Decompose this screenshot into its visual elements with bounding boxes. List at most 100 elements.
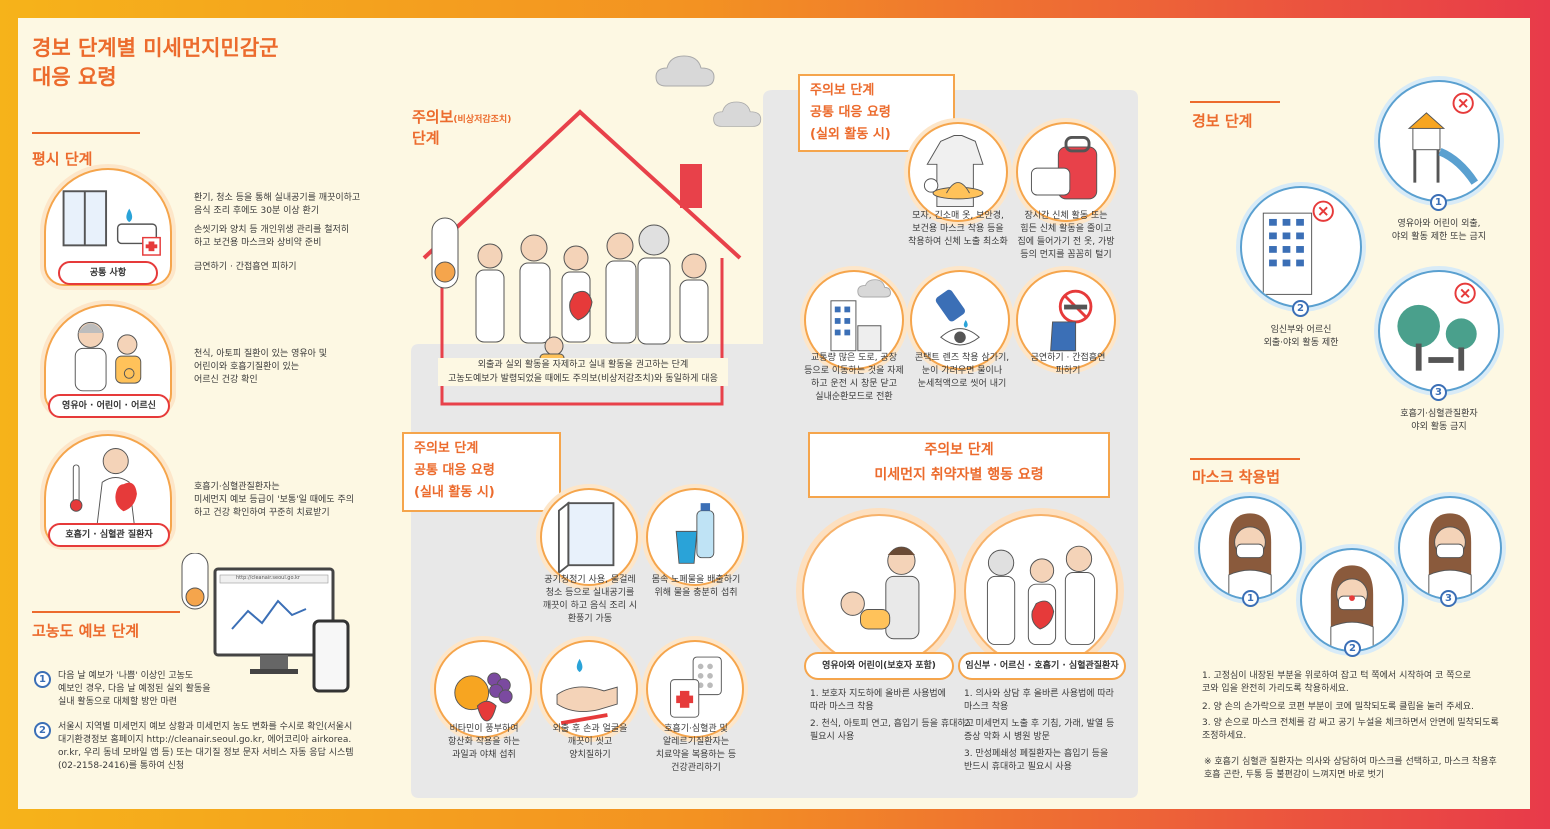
divider xyxy=(1190,101,1280,103)
elder-pregnant-patient-icon xyxy=(986,545,1096,646)
children-label: 영유아 · 어린이 · 어르신 xyxy=(48,394,170,418)
computer-phone-icon xyxy=(181,553,350,693)
common-line-2: 손씻기와 양치 등 개인위생 관리를 철저히 하고 보건용 마스크와 상비약 준… xyxy=(194,225,350,248)
alert-item-1-illustration xyxy=(1378,80,1500,202)
vulnerable-group-1-label: 영유아와 어린이(보호자 포함) xyxy=(804,652,954,680)
outdoor-item-1-illustration xyxy=(908,122,1008,222)
outdoor-item-2-illustration xyxy=(1016,122,1116,222)
clothing-hat-glasses-icon xyxy=(923,135,984,208)
outdoor-item-3-illustration xyxy=(804,270,904,370)
family-icon xyxy=(74,321,142,392)
woman-mask-icon xyxy=(1228,513,1272,598)
indoor-item-3-text: 비타민이 풍부하여 항산화 작용을 하는 과일과 야채 섭취 xyxy=(448,724,520,760)
woman-mask-clip-icon xyxy=(1330,565,1374,650)
mask-heading: 마스크 착용법 xyxy=(1192,468,1281,486)
normal-stage-heading: 평시 단계 xyxy=(32,150,93,168)
outdoor-item-4-illustration xyxy=(910,270,1010,370)
woman-mask-check-icon xyxy=(1428,513,1472,598)
outdoor-item-3-text: 교통량 많은 도로, 공장 등으로 이동하는 것을 자제 하고 운전 시 창문 … xyxy=(804,353,904,402)
monitor-illustration: http://cleanair.seoul.go.kr xyxy=(178,553,358,703)
mask-line-1: 1. 고정심이 내장된 부분을 위로하여 잡고 턱 쪽에서 시작하여 코 쪽으로… xyxy=(1202,671,1472,694)
indoor-item-1-illustration xyxy=(540,488,638,586)
mask-line-2: 2. 양 손의 손가락으로 코편 부분이 코에 밀착되도록 클립을 눌러 주세요… xyxy=(1202,702,1474,712)
playground-slide-icon xyxy=(1407,92,1479,185)
outdoor-title: 주의보 단계 공통 대응 요령 (실외 활동 시) xyxy=(798,74,955,152)
no-smoking-icon xyxy=(1050,289,1093,352)
alert-item-3-text: 호흡기·심혈관질환자 야외 활동 금지 xyxy=(1400,409,1478,432)
divider xyxy=(32,611,180,613)
divider xyxy=(1190,458,1300,460)
open-window-icon xyxy=(557,501,615,575)
forecast-item-2-number: 2 xyxy=(34,722,51,739)
common-label: 공통 사항 xyxy=(58,261,158,285)
respiratory-text: 호흡기·심혈관질환자는 미세먼지 예보 등급이 '보통'일 때에도 주의 하고 … xyxy=(194,482,355,518)
outdoor-item-5-text: 금연하기 · 간접흡연 피하기 xyxy=(1030,353,1106,376)
mask-step-3-illustration xyxy=(1398,496,1502,600)
washing-hands-icon xyxy=(556,658,618,726)
vulnerable-group-2-line-2: 2. 미세먼지 노출 후 기침, 가래, 발열 등 증상 악화 시 병원 방문 xyxy=(964,719,1115,742)
factory-icon xyxy=(830,279,891,352)
gray-panel-shape xyxy=(411,90,1138,798)
caution-stage-description: 외출과 실외 활동을 자제하고 실내 활동을 권고하는 단계 고농도예보가 발령… xyxy=(438,358,728,386)
cloud-icon xyxy=(655,55,715,87)
forecast-item-1-text: 다음 날 예보가 '나쁨' 이상인 고농도 예보인 경우, 다음 날 예정된 실… xyxy=(58,671,211,707)
vulnerable-group-1-line-2: 2. 천식, 아토피 연고, 흡입기 등을 휴대하고 필요시 사용 xyxy=(810,719,974,742)
water-glass-icon xyxy=(675,503,715,564)
alert-stage-heading: 경보 단계 xyxy=(1192,112,1253,130)
indoor-title: 주의보 단계 공통 대응 요령 (실내 활동 시) xyxy=(402,432,561,512)
patient-icon xyxy=(69,448,137,531)
indoor-item-5-illustration xyxy=(646,640,744,738)
mask-step-3-number: 3 xyxy=(1440,590,1457,607)
mask-step-2-number: 2 xyxy=(1344,640,1361,657)
forecast-item-2-text: 서울시 지역별 미세먼지 예보 상황과 미세먼지 농도 변화를 수시로 확인(서… xyxy=(58,722,354,771)
vulnerable-group-2-line-1: 1. 의사와 상담 후 올바른 사용법에 따라 마스크 착용 xyxy=(964,689,1114,712)
alert-item-3-number: 3 xyxy=(1430,384,1447,401)
house-family-illustration xyxy=(422,109,742,406)
outdoor-item-1-text: 모자, 긴소매 옷, 보안경, 보건용 마스크 착용 등을 착용하여 신체 노출… xyxy=(908,211,1008,247)
outdoor-item-5-illustration xyxy=(1016,270,1116,370)
browser-url: http://cleanair.seoul.go.kr xyxy=(236,575,300,581)
fruits-icon xyxy=(454,672,513,722)
alert-item-2-illustration xyxy=(1240,186,1362,308)
respiratory-label: 호흡기 · 심혈관 질환자 xyxy=(48,523,170,547)
vulnerable-group-2-illustration xyxy=(964,514,1118,668)
page-title: 경보 단계별 미세먼지민감군 대응 요령 xyxy=(32,36,279,89)
vulnerable-group-1-illustration xyxy=(802,514,956,668)
vulnerable-group-2-label: 임신부 · 어르신 · 호흡기 · 심혈관질환자 xyxy=(958,652,1126,680)
indoor-item-2-text: 몸속 노폐물을 배출하기 위해 물을 충분히 섭취 xyxy=(651,575,741,598)
outdoor-item-4-text: 콘택트 렌즈 착용 삼가기, 눈이 가려우면 물이나 눈세척액으로 씻어 내기 xyxy=(914,353,1010,389)
common-line-1: 환기, 청소 등을 통해 실내공기를 깨끗이하고 음식 조리 후에도 30분 이… xyxy=(194,193,361,216)
caution-heading-end: 단계 xyxy=(412,129,440,147)
cloud-icon xyxy=(713,101,762,127)
indoor-item-3-illustration xyxy=(434,640,532,738)
parent-baby-icon xyxy=(840,546,920,640)
backpack-mask-icon xyxy=(1030,136,1098,200)
infographic-panel: 경보 단계별 미세먼지민감군 대응 요령 평시 단계 공통 사항 환기, 청소 … xyxy=(18,18,1530,809)
alert-item-2-number: 2 xyxy=(1292,300,1309,317)
medicine-icon xyxy=(670,656,722,718)
mask-note: ※ 호흡기 심혈관 질환자는 의사와 상담하여 마스크를 선택하고, 마스크 착… xyxy=(1204,757,1497,780)
alert-item-2-text: 임신부와 어르신 외출·야외 활동 제한 xyxy=(1263,325,1339,348)
mask-step-1-number: 1 xyxy=(1242,590,1259,607)
caution-heading-sub: (비상저감조치) xyxy=(453,115,512,125)
park-trees-icon xyxy=(1397,282,1477,371)
mask-step-2-illustration xyxy=(1300,548,1404,652)
caution-heading: 주의보(비상저감조치) 단계 xyxy=(412,106,511,148)
divider xyxy=(32,132,140,134)
eye-drops-icon xyxy=(935,289,980,346)
building-icon xyxy=(1262,200,1334,295)
mask-line-3: 3. 양 손으로 마스크 전체를 감 싸고 공기 누설을 체크하면서 안면에 밀… xyxy=(1202,718,1499,741)
indoor-item-2-illustration xyxy=(646,488,744,586)
outdoor-item-2-text: 장시간 신체 활동 또는 힘든 신체 활동을 줄이고 집에 들어가기 전 옷, … xyxy=(1017,211,1115,260)
alert-item-1-number: 1 xyxy=(1430,194,1447,211)
indoor-item-4-text: 외출 후 손과 얼굴을 깨끗이 씻고 양치질하기 xyxy=(552,724,628,760)
center-gray-panel xyxy=(411,90,1138,798)
window-hands-icon xyxy=(62,190,161,256)
mask-step-1-illustration xyxy=(1198,496,1302,600)
vulnerable-title: 주의보 단계 미세먼지 취약자별 행동 요령 xyxy=(808,432,1110,498)
indoor-item-5-text: 호흡기·심혈관 및 알레르기질환자는 치료약을 복용하는 등 건강관리하기 xyxy=(655,724,737,773)
indoor-item-1-text: 공기청정기 사용, 물걸레 청소 등으로 실내공기를 깨끗이 하고 음식 조리 … xyxy=(542,575,638,624)
high-forecast-heading: 고농도 예보 단계 xyxy=(32,622,140,640)
forecast-item-1-number: 1 xyxy=(34,671,51,688)
